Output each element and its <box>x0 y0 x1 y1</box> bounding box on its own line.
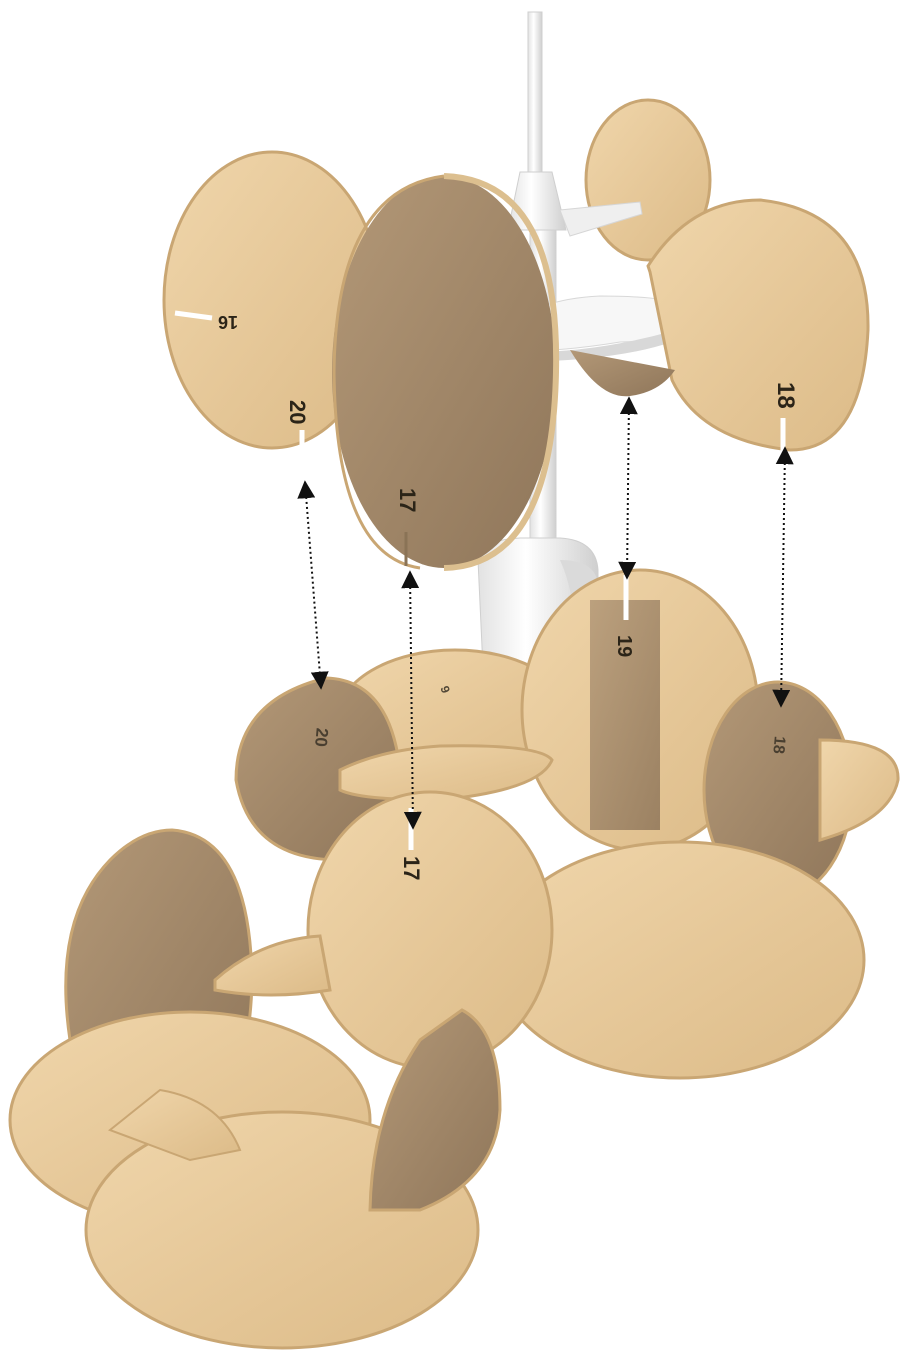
disc-17-top <box>332 176 556 568</box>
arrow-18 <box>781 448 785 706</box>
disc-17-bottom <box>308 792 552 1068</box>
label-17-bottom: 17 <box>399 856 424 880</box>
label-17-top: 17 <box>395 488 420 512</box>
label-19: 19 <box>613 635 635 657</box>
label-20-top: 20 <box>285 400 310 424</box>
label-18-bottom: 18 <box>769 735 787 754</box>
label-16: 16 <box>218 312 238 332</box>
label-20-bottom: 20 <box>311 727 332 748</box>
top-disc-cluster <box>164 100 868 568</box>
arrow-20 <box>305 482 321 688</box>
disc-18 <box>648 200 868 450</box>
label-18-top: 18 <box>772 382 799 409</box>
bottom-disc-cluster <box>10 570 898 1348</box>
arrow-19 <box>627 398 629 578</box>
